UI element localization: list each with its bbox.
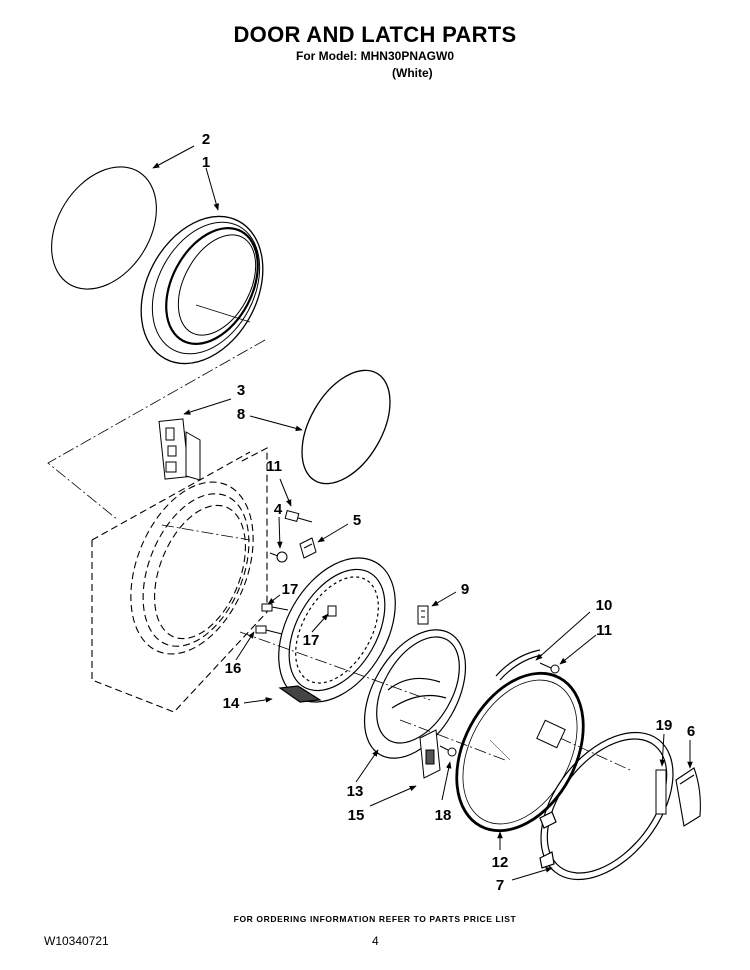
part-10-hinge — [495, 649, 543, 681]
callout-2: 2 — [202, 131, 210, 148]
callout-1: 1 — [202, 154, 210, 171]
page-title: DOOR AND LATCH PARTS — [233, 22, 517, 47]
part-13-inner-door-liner — [363, 629, 467, 759]
callout-8: 8 — [237, 406, 245, 423]
part-4-screw — [269, 551, 288, 563]
part-3-door-lock — [158, 418, 201, 481]
part-8-inner-glass — [301, 369, 391, 485]
part-17-screw-center — [327, 605, 337, 617]
callout-16: 16 — [225, 660, 242, 677]
part-17-screw-left — [261, 603, 289, 612]
model-line: For Model: MHN30PNAGW0 — [295, 49, 454, 63]
callout-12: 12 — [492, 854, 509, 871]
callout-3: 3 — [237, 382, 245, 399]
callout-19: 19 — [656, 717, 673, 734]
document-number: W10340721 — [44, 934, 109, 948]
part-2-window — [51, 166, 157, 290]
part-5-bracket — [299, 537, 317, 559]
callout-11: 11 — [266, 458, 282, 475]
part-11-screw-right — [539, 662, 560, 674]
callout-17-left: 17 — [282, 581, 299, 598]
part-9-strike — [417, 605, 429, 625]
leader-arrows — [152, 145, 693, 881]
callout-5: 5 — [353, 512, 361, 529]
assembly-guide-lines — [47, 339, 631, 771]
callout-13: 13 — [347, 783, 364, 800]
part-12-outer-door — [455, 671, 585, 833]
part-15-latch-handle — [419, 729, 441, 779]
part-18-screw — [439, 745, 457, 757]
part-14-inner-door-frame — [278, 557, 396, 703]
screw-parts — [255, 509, 560, 757]
callout-6: 6 — [687, 723, 695, 740]
callout-15: 15 — [348, 807, 365, 824]
callout-11-right: 11 — [596, 622, 612, 639]
part-6-handle — [675, 767, 701, 827]
part-11-screw — [284, 509, 313, 523]
callout-14: 14 — [223, 695, 240, 712]
callout-18: 18 — [435, 807, 452, 824]
callout-7: 7 — [496, 877, 504, 894]
part-1-bellows — [140, 215, 264, 365]
part-19-tape-strip — [655, 769, 667, 815]
callout-4: 4 — [274, 501, 283, 518]
callout-17-center: 17 — [303, 632, 320, 649]
callout-labels: 2 1 3 8 11 4 5 17 17 9 10 11 16 14 13 15… — [202, 131, 695, 894]
color-line: (White) — [392, 66, 433, 80]
cabinet-front-panel — [91, 447, 268, 713]
callout-10: 10 — [596, 597, 613, 614]
part-7-door-trim — [539, 731, 674, 881]
ordering-note: FOR ORDERING INFORMATION REFER TO PARTS … — [233, 914, 517, 924]
page-number: 4 — [372, 934, 379, 948]
part-16-screw — [255, 625, 283, 635]
callout-9: 9 — [461, 581, 469, 598]
